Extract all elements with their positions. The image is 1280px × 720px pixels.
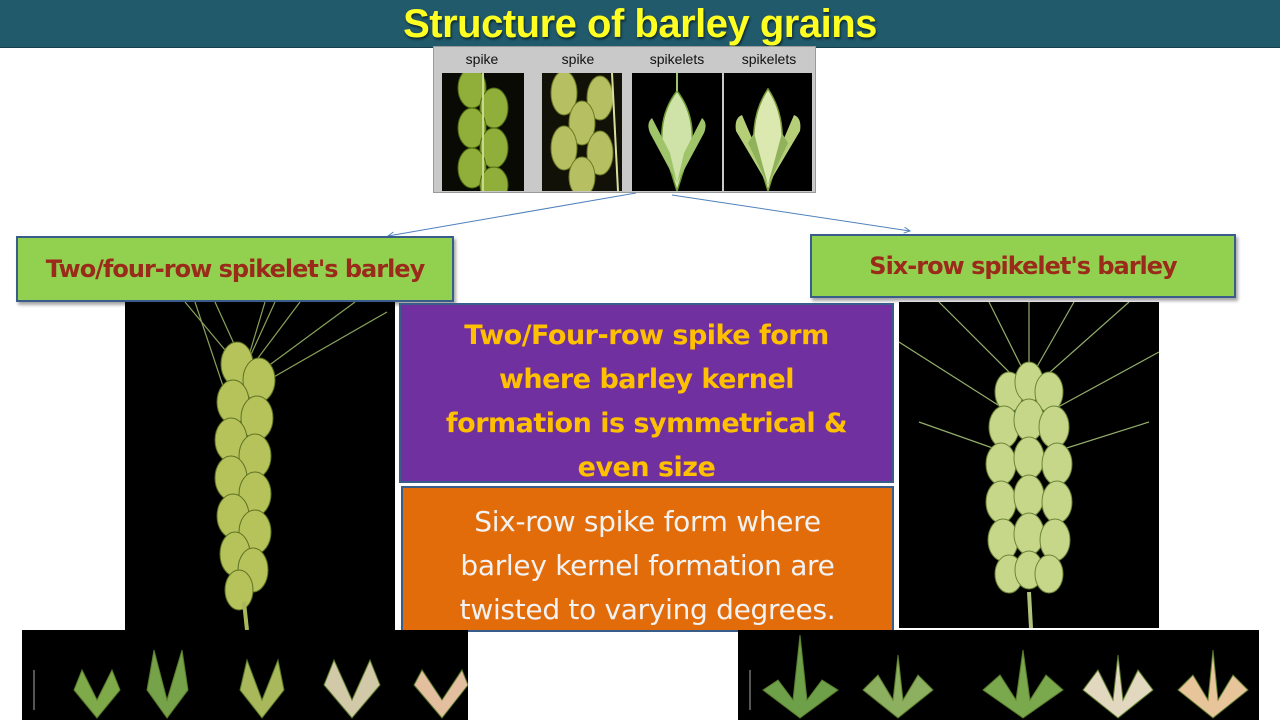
two-four-row-description-line-1: Two/Four-row spike form <box>464 320 829 351</box>
title-bar: Structure of barley grains <box>0 0 1280 48</box>
spike-comparison-panel: spike spike spikelets spikelets <box>433 46 816 193</box>
six-row-spike-closeup-photo <box>542 73 622 191</box>
two-four-row-description: Two/Four-row spike form where barley ker… <box>399 303 894 483</box>
panel-label-spikelets-2: spikelets <box>741 51 797 67</box>
six-row-spikelet-photo <box>724 73 812 191</box>
two-row-spike-photo <box>125 302 395 630</box>
six-row-spike-photo <box>899 302 1159 628</box>
six-row-description-line-2: barley kernel formation are <box>460 549 835 582</box>
six-row-spikelets-strip-photo <box>738 630 1259 720</box>
panel-label-spike-2: spike <box>561 51 595 67</box>
two-four-row-label: Two/four-row spikelet's barley <box>16 236 454 302</box>
slide-title: Structure of barley grains <box>403 2 877 46</box>
panel-label-spikelets-1: spikelets <box>649 51 705 67</box>
two-four-row-description-line-3: formation is symmetrical & <box>445 408 848 439</box>
arrow-to-six-row <box>671 194 910 231</box>
two-row-spike-closeup-photo <box>442 73 524 191</box>
two-four-row-description-line-4: even size <box>577 452 716 483</box>
panel-label-spike-1: spike <box>465 51 499 67</box>
arrow-to-two-row <box>388 192 637 236</box>
connector-arrows <box>0 192 1280 260</box>
two-row-spikelet-photo <box>632 73 722 191</box>
six-row-description-line-3: twisted to varying degrees. <box>459 593 836 626</box>
six-row-label: Six-row spikelet's barley <box>810 234 1236 298</box>
two-row-spikelets-strip-photo <box>22 630 468 720</box>
two-four-row-description-line-2: where barley kernel <box>498 364 795 395</box>
six-row-description-line-1: Six-row spike form where <box>474 505 821 538</box>
six-row-description: Six-row spike form where barley kernel f… <box>401 486 894 632</box>
